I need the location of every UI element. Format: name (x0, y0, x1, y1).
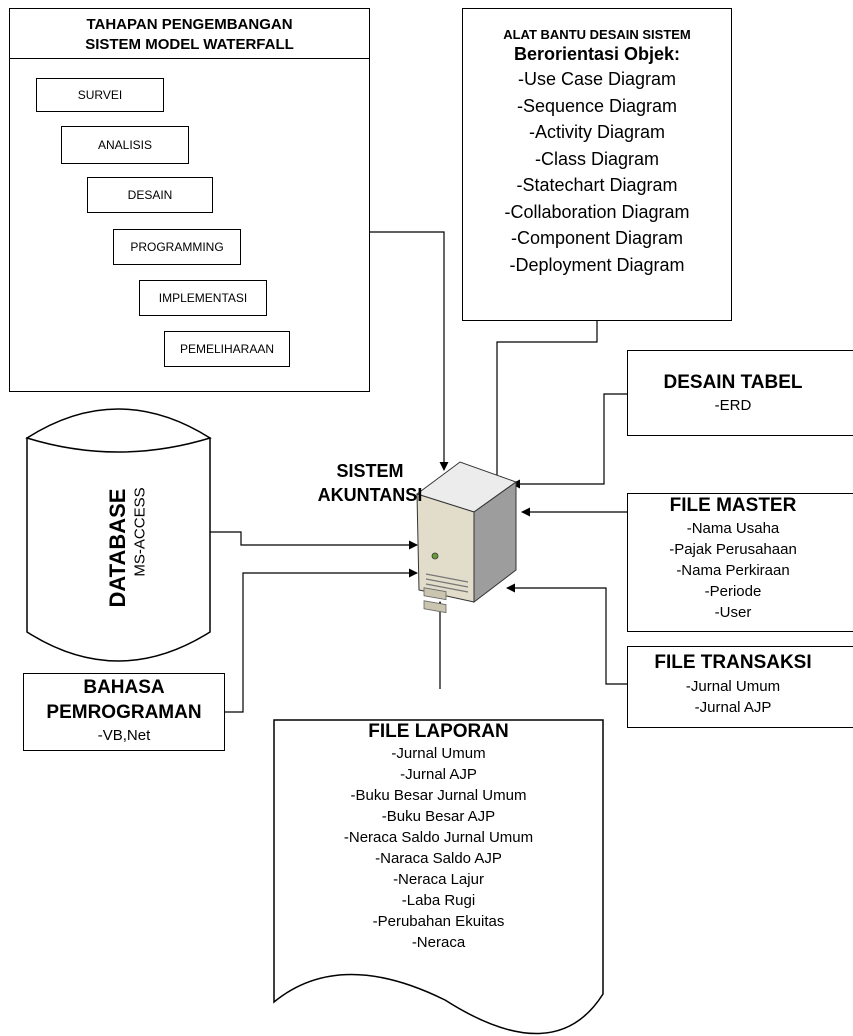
arrow-database-to-server (204, 531, 418, 550)
step-survei: SURVEI (36, 78, 164, 112)
database-title: DATABASE (105, 488, 130, 608)
database-subtitle: MS-ACCESS (131, 487, 149, 577)
file-laporan-item: -Neraca (411, 934, 466, 951)
file-laporan-item: -Perubahan Ekuitas (372, 913, 505, 930)
file-laporan-item: -Neraca Saldo Jurnal Umum (343, 829, 534, 846)
file-laporan-list: -Jurnal Umum -Jurnal AJP -Buku Besar Jur… (274, 746, 603, 956)
waterfall-title-line2: SISTEM MODEL WATERFALL (85, 36, 294, 53)
bahasa-item: -VB,Net (97, 727, 151, 744)
file-transaksi-list: -Jurnal Umum -Jurnal AJP (627, 679, 839, 721)
tools-list: -Use Case Diagram -Sequence Diagram -Act… (462, 70, 732, 282)
arrow-waterfall-to-server (368, 231, 449, 471)
file-master-list: -Nama Usaha -Pajak Perusahaan -Nama Perk… (627, 521, 839, 626)
tools-item: -Sequence Diagram (516, 95, 678, 116)
tools-item: -Statechart Diagram (516, 175, 678, 195)
file-laporan-item: -Jurnal AJP (400, 766, 477, 783)
file-laporan-shape (273, 719, 604, 1035)
tools-subtitle: Berorientasi Objek: (513, 44, 681, 64)
file-transaksi-title: FILE TRANSAKSI (654, 652, 812, 673)
tools-item: -Use Case Diagram (517, 69, 677, 89)
waterfall-divider (9, 58, 370, 59)
server-icon (415, 461, 518, 614)
center-label-line2: AKUNTANSI (317, 485, 423, 505)
desain-tabel-panel (627, 350, 853, 436)
file-laporan-item: -Neraca Lajur (393, 871, 484, 888)
step-analisis: ANALISIS (61, 126, 189, 164)
file-laporan-item: -Buku Besar Jurnal Umum (350, 787, 527, 804)
file-laporan-item: -Buku Besar AJP (381, 808, 496, 825)
file-master-item: -Pajak Perusahaan (669, 541, 797, 558)
bahasa-title-line1: BAHASA (83, 677, 165, 698)
file-master-panel (627, 493, 853, 632)
tools-item: -Class Diagram (534, 148, 660, 169)
file-master-item: -Nama Usaha (686, 520, 780, 537)
tools-item: -Component Diagram (510, 228, 684, 248)
file-laporan-item: -Laba Rugi (401, 892, 476, 909)
step-programming: PROGRAMMING (113, 229, 241, 265)
file-master-item: -User (714, 604, 752, 621)
arrow-bahasa-to-server (225, 568, 418, 713)
file-master-title: FILE MASTER (669, 495, 797, 516)
step-pemeliharaan: PEMELIHARAAN (164, 331, 290, 367)
file-laporan-title: FILE LAPORAN (368, 721, 509, 742)
file-transaksi-panel (627, 646, 853, 728)
step-desain: DESAIN (87, 177, 213, 213)
bahasa-title-line2: PEMROGRAMAN (46, 702, 202, 723)
file-laporan-item: -Naraca Saldo AJP (375, 850, 502, 867)
arrow-filetransaksi-to-server (506, 583, 627, 685)
bahasa-panel (23, 673, 225, 751)
file-transaksi-item: -Jurnal Umum (685, 678, 781, 695)
tools-item: -Collaboration Diagram (504, 201, 690, 222)
tools-panel (462, 8, 732, 321)
file-master-item: -Nama Perkiraan (676, 562, 790, 579)
database-cylinder (25, 408, 212, 662)
file-master-item: -Periode (704, 583, 762, 600)
arrow-tools-to-server (492, 321, 598, 485)
desain-tabel-title: DESAIN TABEL (663, 372, 803, 393)
tools-item: -Activity Diagram (528, 122, 666, 142)
desain-tabel-item: -ERD (714, 397, 752, 414)
tools-title: ALAT BANTU DESAIN SISTEM (503, 27, 691, 42)
arrow-desaintabel-to-server (511, 393, 627, 489)
file-transaksi-item: -Jurnal AJP (694, 699, 772, 716)
step-implementasi: IMPLEMENTASI (139, 280, 267, 316)
tools-item: -Deployment Diagram (509, 254, 685, 275)
center-label-line1: SISTEM (336, 461, 404, 481)
file-laporan-item: -Jurnal Umum (391, 745, 486, 762)
waterfall-title-line1: TAHAPAN PENGEMBANGAN (86, 16, 293, 33)
